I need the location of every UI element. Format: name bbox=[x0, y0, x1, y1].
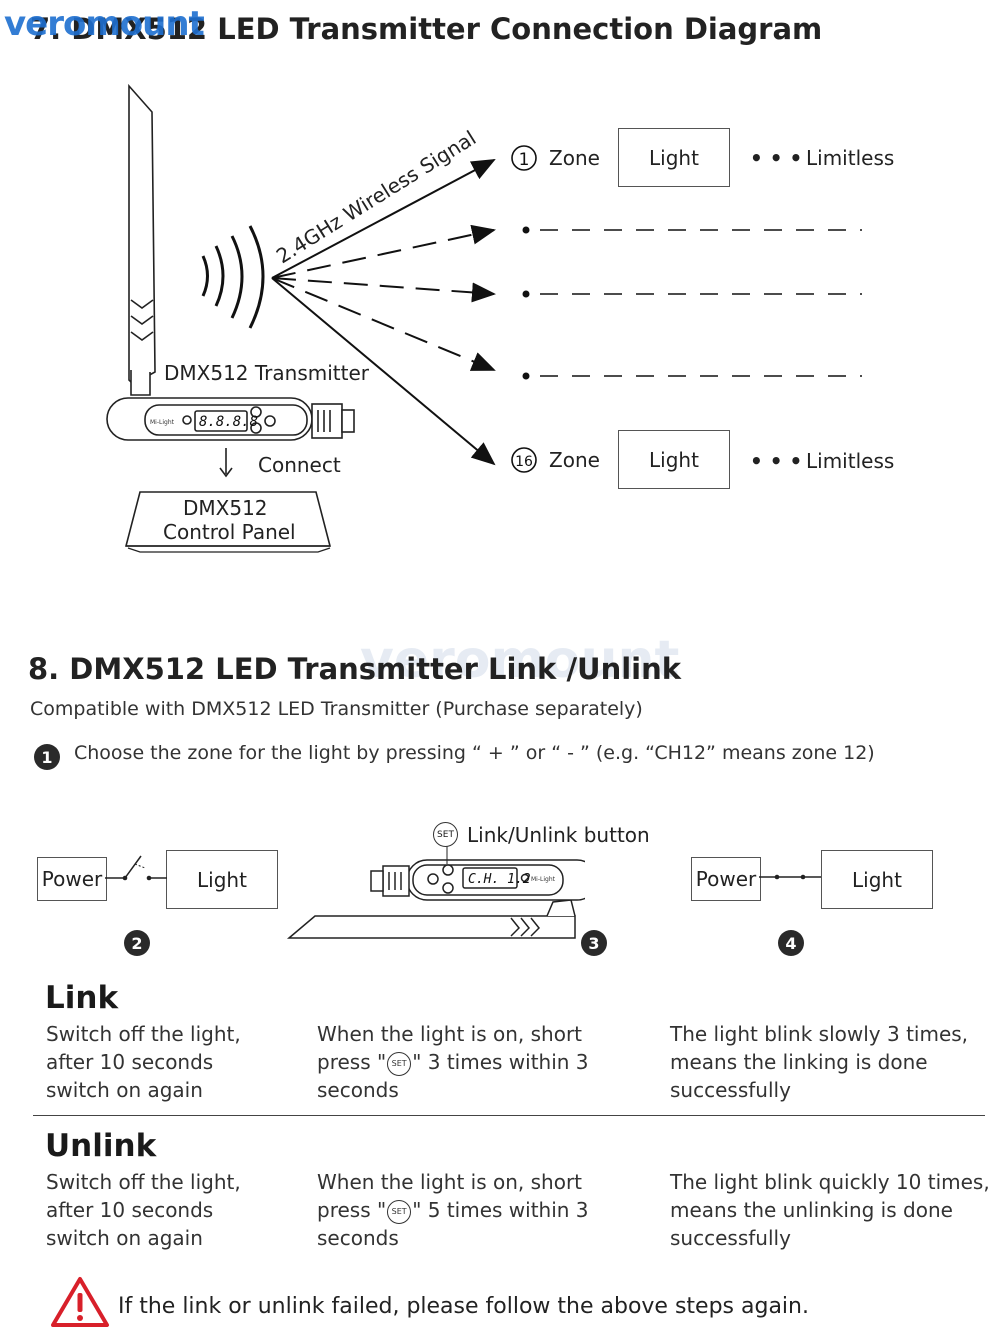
antenna-icon bbox=[128, 83, 156, 396]
step2-light-label: Light bbox=[197, 867, 247, 892]
step-1-text: Choose the zone for the light by pressin… bbox=[74, 742, 875, 764]
link-press-prefix: press " bbox=[317, 1050, 387, 1074]
step4-light-label: Light bbox=[852, 867, 902, 892]
link-step4-line: The light blink slowly 3 times, bbox=[670, 1022, 969, 1046]
link-step2-line: Switch off the light, bbox=[46, 1022, 241, 1046]
section8-subtitle: Compatible with DMX512 LED Transmitter (… bbox=[30, 698, 643, 720]
unlink-step3-text: When the light is on, short press " SET " … bbox=[317, 1168, 589, 1252]
section-divider bbox=[33, 1115, 985, 1116]
unlink-step4-line: means the unlinking is done bbox=[670, 1198, 953, 1222]
transmitter-display-digits: 8.8.8.8 bbox=[199, 414, 258, 430]
link-step3-line: seconds bbox=[317, 1078, 399, 1102]
step-3-number: 3 bbox=[588, 933, 600, 953]
wireless-signal-label: 2.4GHz Wireless Signal bbox=[272, 126, 480, 269]
step3-display-digits: C.H. 1.2 bbox=[468, 872, 531, 887]
step3-transmitter-diagram: C.H. 1.2 Mi-Light bbox=[286, 846, 585, 939]
step2-light-box: Light bbox=[166, 850, 278, 909]
connect-label: Connect bbox=[258, 453, 341, 477]
link-step2-line: after 10 seconds bbox=[46, 1050, 214, 1074]
unlink-step4-line: successfully bbox=[670, 1226, 791, 1250]
unlink-step4-text: The light blink quickly 10 times, means … bbox=[670, 1168, 990, 1252]
zone-16-light-label: Light bbox=[649, 447, 699, 472]
transmitter-label: DMX512 Transmitter bbox=[164, 361, 369, 385]
link-step4-line: means the linking is done bbox=[670, 1050, 928, 1074]
step-4-number: 4 bbox=[785, 933, 797, 953]
set-icon: SET bbox=[433, 822, 458, 847]
section7-title: 7. DMX512 LED Transmitter Connection Dia… bbox=[30, 12, 823, 46]
link-step3-press-line: press " SET " 3 times within 3 bbox=[317, 1048, 589, 1076]
watermark-logo: veromount bbox=[4, 4, 205, 44]
set-button-icon: SET bbox=[387, 1199, 412, 1224]
link-step2-line: switch on again bbox=[46, 1078, 203, 1102]
warning-text: If the link or unlink failed, please fol… bbox=[118, 1294, 809, 1319]
unlink-press-prefix: press " bbox=[317, 1198, 387, 1222]
connection-diagram: 8.8.8.8 Mi-Light 1 16 2.4GHz Wireless Si… bbox=[106, 83, 862, 553]
control-panel-line2: Control Panel bbox=[163, 520, 296, 544]
zone-16-number-circle bbox=[511, 447, 537, 473]
step4-switch-closed-icon bbox=[759, 874, 821, 880]
link-step3-text: When the light is on, short press " SET " … bbox=[317, 1020, 589, 1104]
step-1-badge: 1 bbox=[34, 744, 60, 770]
zone-1-number-circle bbox=[511, 145, 537, 171]
set-button-icon: SET bbox=[387, 1051, 412, 1076]
link-heading: Link bbox=[45, 980, 119, 1016]
step2-power-label: Power bbox=[41, 867, 103, 891]
step2-switch-open-icon bbox=[105, 855, 167, 881]
transmitter-brand: Mi-Light bbox=[150, 419, 175, 426]
transmitter-device bbox=[106, 397, 355, 478]
link-step4-line: successfully bbox=[670, 1078, 791, 1102]
zone-1-limitless: Limitless bbox=[806, 146, 895, 170]
unlink-step2-line: Switch off the light, bbox=[46, 1170, 241, 1194]
step-4-badge: 4 bbox=[778, 930, 804, 956]
unlink-heading: Unlink bbox=[45, 1128, 157, 1164]
section8-title: 8. DMX512 LED Transmitter Link /Unlink bbox=[28, 652, 682, 686]
unlink-step4-line: The light blink quickly 10 times, bbox=[670, 1170, 990, 1194]
zone-16-light-box: Light bbox=[618, 430, 730, 489]
step-2-badge: 2 bbox=[124, 930, 150, 956]
set-icon-text: SET bbox=[437, 829, 454, 840]
zone-1-light-box: Light bbox=[618, 128, 730, 187]
unlink-press-suffix: " 5 times within 3 bbox=[412, 1198, 589, 1222]
watermark-faded: veromount bbox=[360, 630, 680, 690]
unlink-step2-line: after 10 seconds bbox=[46, 1198, 214, 1222]
zone-1-label: Zone bbox=[549, 146, 600, 170]
step-1-number: 1 bbox=[41, 747, 53, 767]
unlink-step3-line: seconds bbox=[317, 1226, 399, 1250]
unlink-step2-line: switch on again bbox=[46, 1226, 203, 1250]
step2-power-box: Power bbox=[37, 857, 107, 901]
link-unlink-button-label: Link/Unlink button bbox=[467, 823, 650, 847]
set-chip-text: SET bbox=[391, 1206, 407, 1216]
zone-1-number: 1 bbox=[519, 150, 530, 170]
set-chip-text: SET bbox=[391, 1058, 407, 1068]
step4-power-box: Power bbox=[691, 857, 761, 901]
zone-16-limitless: Limitless bbox=[806, 449, 895, 473]
unlink-step3-press-line: press " SET " 5 times within 3 bbox=[317, 1196, 589, 1224]
zone-1-light-label: Light bbox=[649, 145, 699, 170]
step3-device-brand: Mi-Light bbox=[531, 876, 556, 883]
warning-icon bbox=[51, 1277, 109, 1327]
step-3-badge: 3 bbox=[581, 930, 607, 956]
step-2-number: 2 bbox=[131, 933, 143, 953]
zone-placeholder-rows bbox=[522, 226, 862, 380]
zone-16-number: 16 bbox=[515, 454, 533, 470]
unlink-step3-line: When the light is on, short bbox=[317, 1170, 583, 1194]
wireless-wave-icon bbox=[201, 225, 265, 329]
unlink-step2-text: Switch off the light, after 10 seconds s… bbox=[46, 1168, 241, 1252]
step4-power-label: Power bbox=[695, 867, 757, 891]
link-press-suffix: " 3 times within 3 bbox=[412, 1050, 589, 1074]
link-step2-text: Switch off the light, after 10 seconds s… bbox=[46, 1020, 241, 1104]
step4-light-box: Light bbox=[821, 850, 933, 909]
zone-1-ellipsis: • • • bbox=[750, 146, 803, 170]
zone-16-label: Zone bbox=[549, 448, 600, 472]
control-panel-line1: DMX512 bbox=[183, 496, 268, 520]
link-step4-text: The light blink slowly 3 times, means th… bbox=[670, 1020, 968, 1104]
link-step3-line: When the light is on, short bbox=[317, 1022, 583, 1046]
zone-16-ellipsis: • • • bbox=[750, 449, 803, 473]
